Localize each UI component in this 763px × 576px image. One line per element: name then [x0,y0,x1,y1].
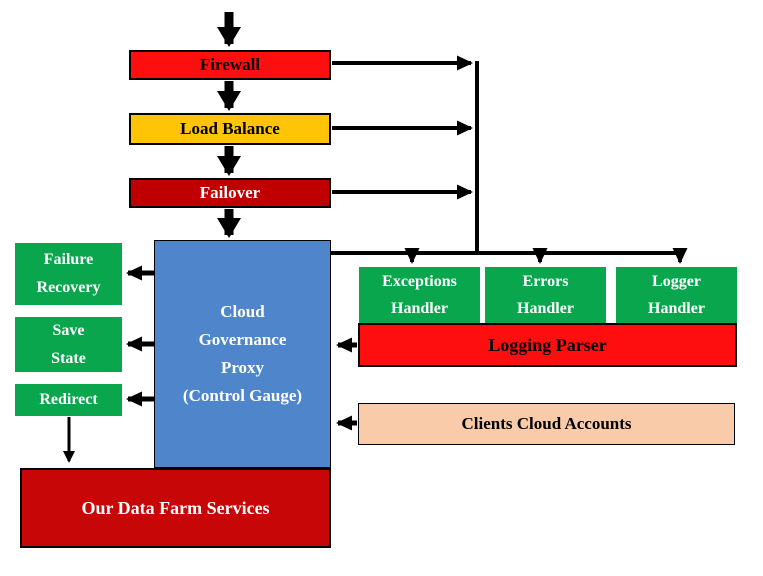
node-failure-recovery: Failure Recovery [15,243,122,305]
node-save-state: Save State [15,317,122,372]
node-our-data-farm-services: Our Data Farm Services [20,468,331,548]
node-firewall: Firewall [129,50,331,80]
node-cloud-governance-proxy: Cloud Governance Proxy (Control Gauge) [154,240,331,468]
node-clients-cloud-accounts: Clients Cloud Accounts [358,403,735,445]
node-failover: Failover [129,178,331,208]
node-logger-handler: Logger Handler [616,267,737,323]
node-load-balance: Load Balance [129,113,331,145]
node-logging-parser: Logging Parser [358,323,737,367]
node-redirect: Redirect [15,384,122,416]
node-exceptions-handler: Exceptions Handler [359,267,480,323]
node-errors-handler: Errors Handler [485,267,606,323]
